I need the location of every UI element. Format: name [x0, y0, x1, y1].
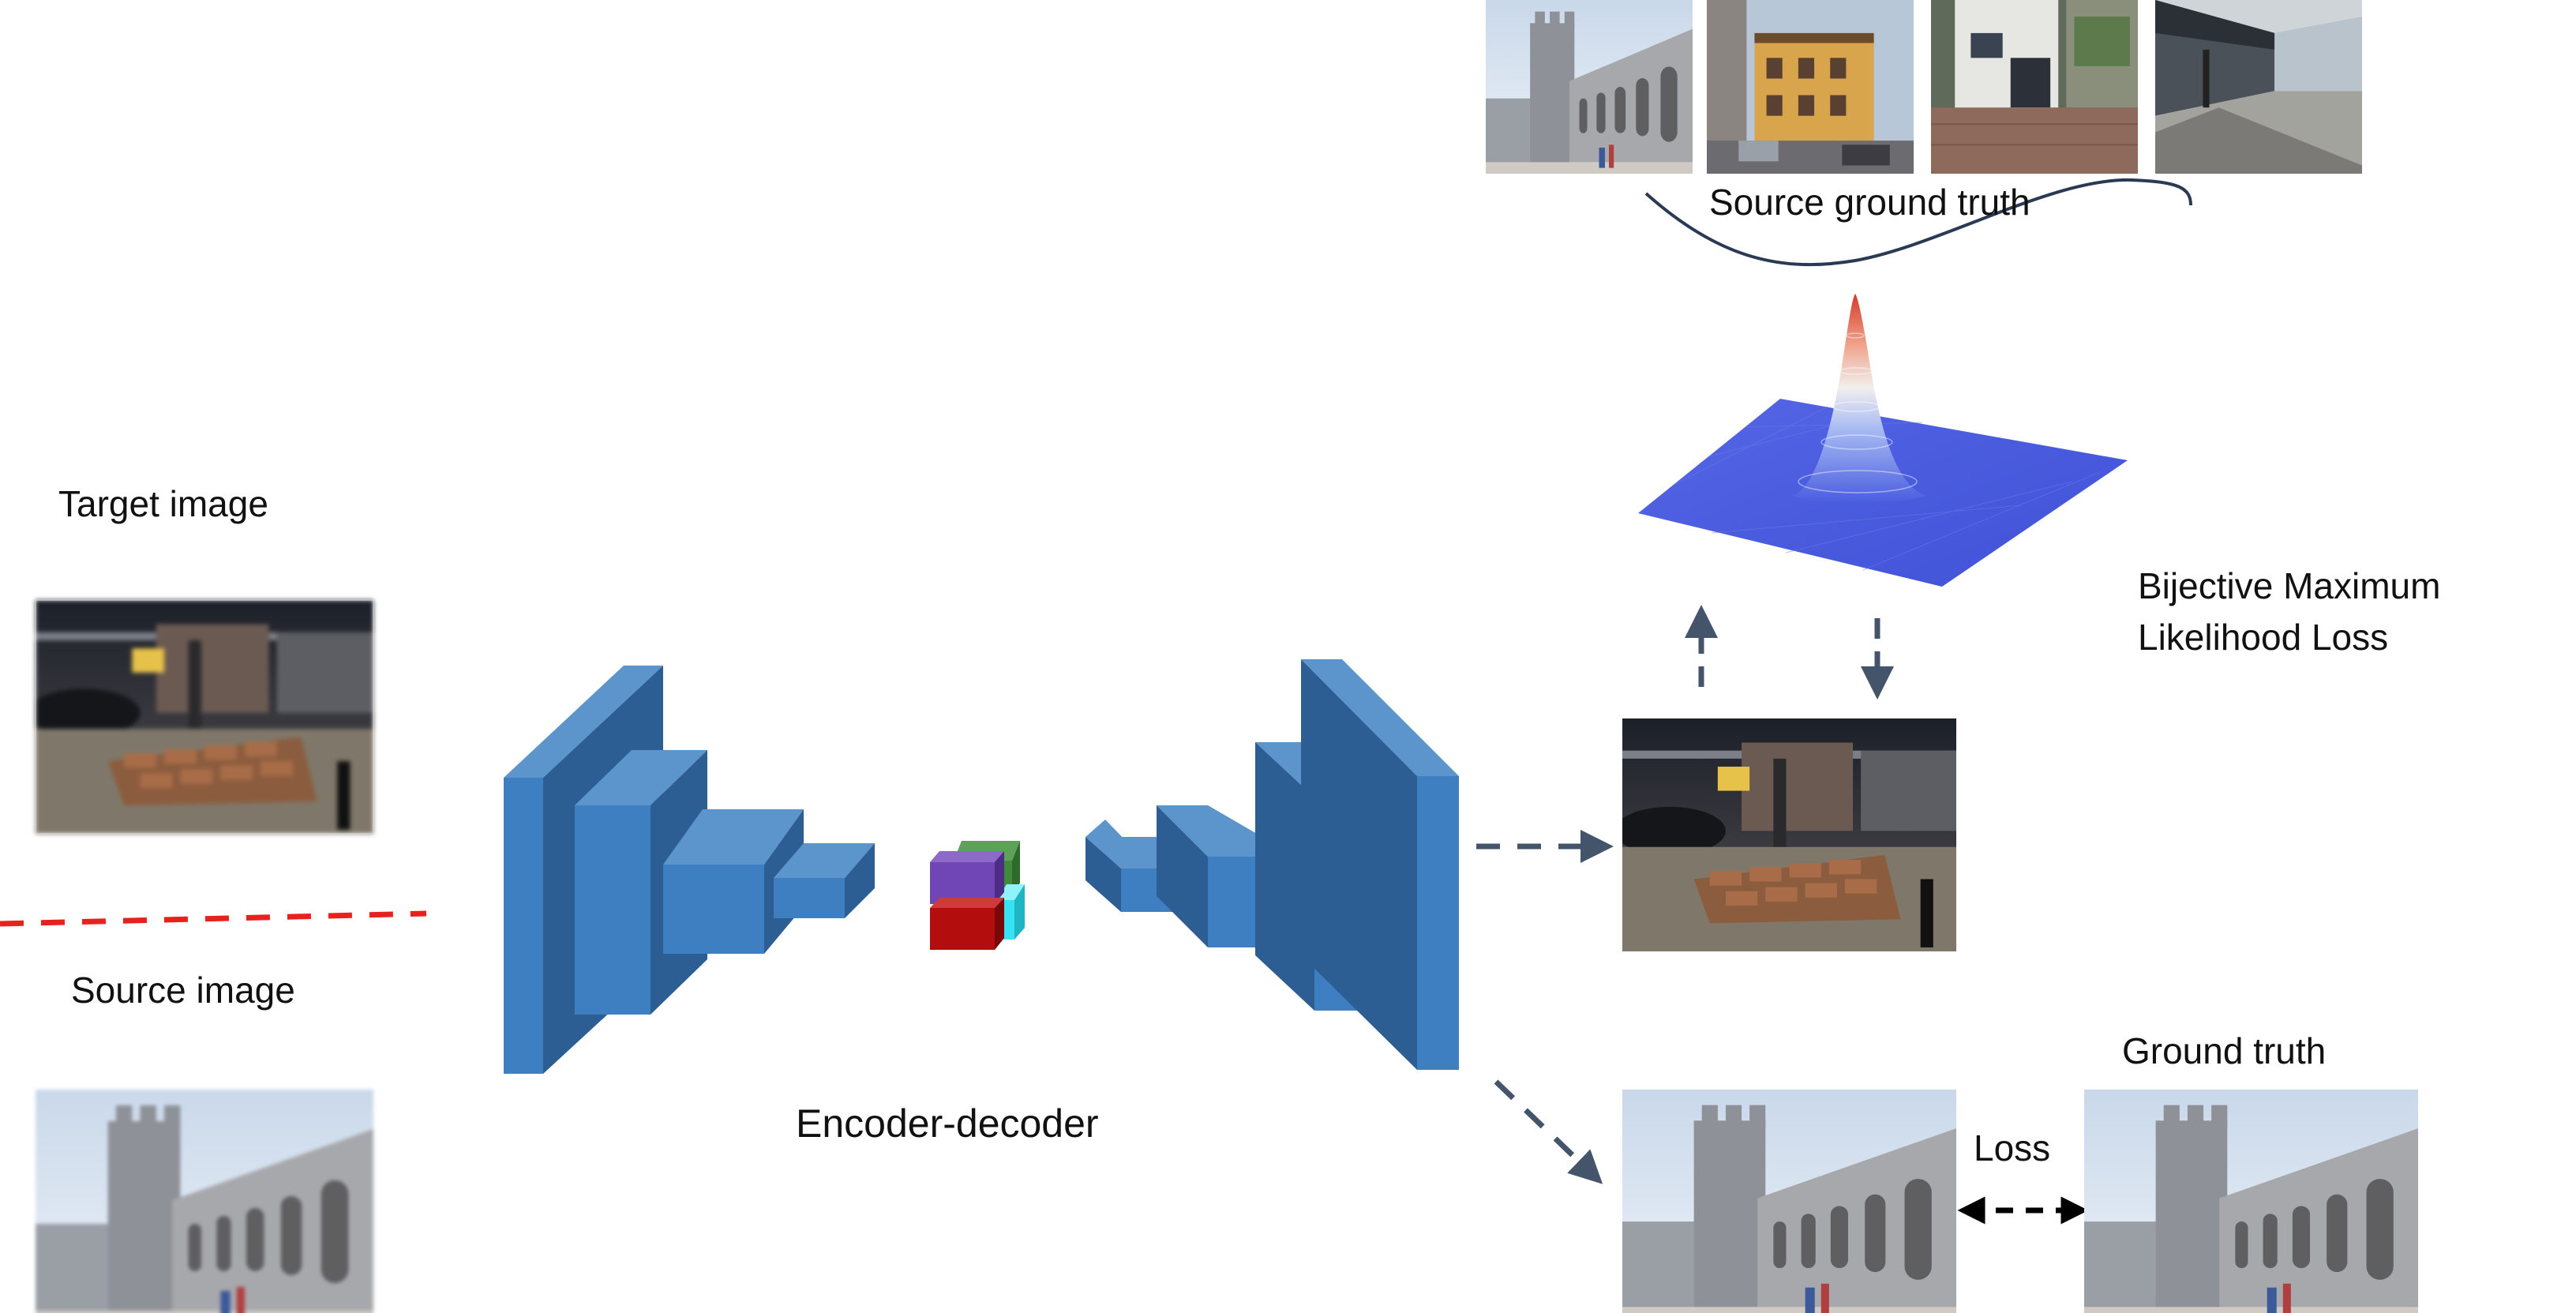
- domain-divider: [0, 910, 427, 927]
- decoder: [1086, 659, 1459, 1070]
- loss-function-label-line-2: Likelihood Loss: [2138, 617, 2388, 658]
- source-image-label: Source image: [71, 970, 295, 1011]
- decoder-block-4: [1301, 659, 1459, 1070]
- target-image: [35, 599, 374, 835]
- restored-target-image: [1622, 718, 1956, 951]
- gaussian-surface-icon: [1638, 294, 2128, 587]
- source-gt-thumbnail-1: [1486, 0, 1693, 174]
- latent-cubes-icon: [930, 841, 1025, 950]
- restored-source-image: [1622, 1090, 1956, 1313]
- source-gt-thumbnail-3: [1931, 0, 2138, 174]
- target-image-label: Target image: [58, 483, 268, 524]
- ground-truth-image: [2084, 1090, 2418, 1313]
- loss-label: Loss: [1974, 1127, 2050, 1169]
- decoder-to-restored-source-arrow: [1494, 1079, 1603, 1184]
- source-image: [36, 1090, 373, 1313]
- encoder: [504, 666, 875, 1074]
- ground-truth-label: Ground truth: [2122, 1030, 2326, 1071]
- source-gt-brace: [1644, 178, 2192, 267]
- encoder-block-3: [663, 809, 804, 954]
- loss-function-label-line-1: Bijective Maximum: [2138, 565, 2440, 606]
- source-ground-truth-label: Source ground truth: [1709, 182, 2030, 223]
- source-gt-thumbnails: [1486, 0, 2362, 174]
- encoder-block-4: [774, 843, 875, 918]
- source-gt-thumbnail-4: [2155, 0, 2362, 174]
- encoder-decoder-label: Encoder-decoder: [796, 1101, 1099, 1146]
- source-gt-thumbnail-2: [1707, 0, 1914, 174]
